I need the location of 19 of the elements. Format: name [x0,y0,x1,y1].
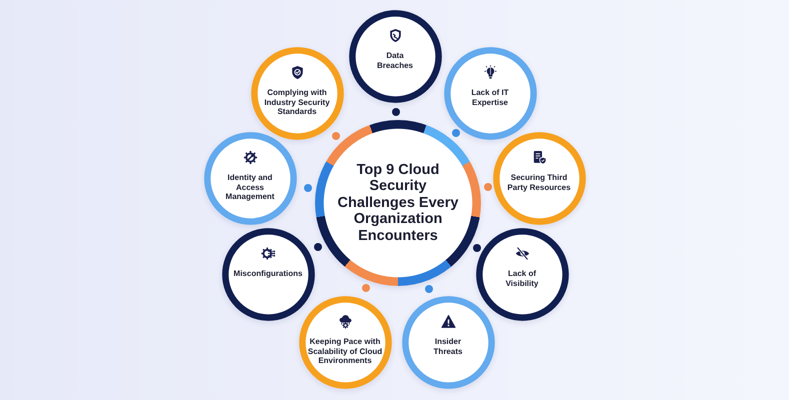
challenge-circle [444,46,536,140]
challenge-label: Identity and Access Management [224,173,276,202]
challenge-circle [250,46,344,140]
challenge-label: Insider Threats [432,337,464,356]
challenge-circle [298,296,392,388]
challenge-circle [476,228,568,320]
challenge-label: Lack of Visibility [504,269,540,288]
challenge-circle [204,132,296,224]
center-title: Top 9 Cloud Security Challenges Every Organization Encounters [336,162,460,244]
challenge-circle [348,10,442,102]
challenge-label: Complying with Industry Security Standards [263,88,331,116]
challenge-label: Securing Third Party Resources [506,173,572,192]
challenge-label: Keeping Pace with Scalability of Cloud Environments [306,337,384,366]
challenge-label: Lack of IT Expertise [470,88,510,107]
challenge-label: Misconfigurations [232,269,304,278]
challenge-label: Data Breaches [376,51,414,70]
challenge-circle [402,296,494,388]
challenge-circle [222,228,314,320]
challenge-circle [492,132,586,224]
